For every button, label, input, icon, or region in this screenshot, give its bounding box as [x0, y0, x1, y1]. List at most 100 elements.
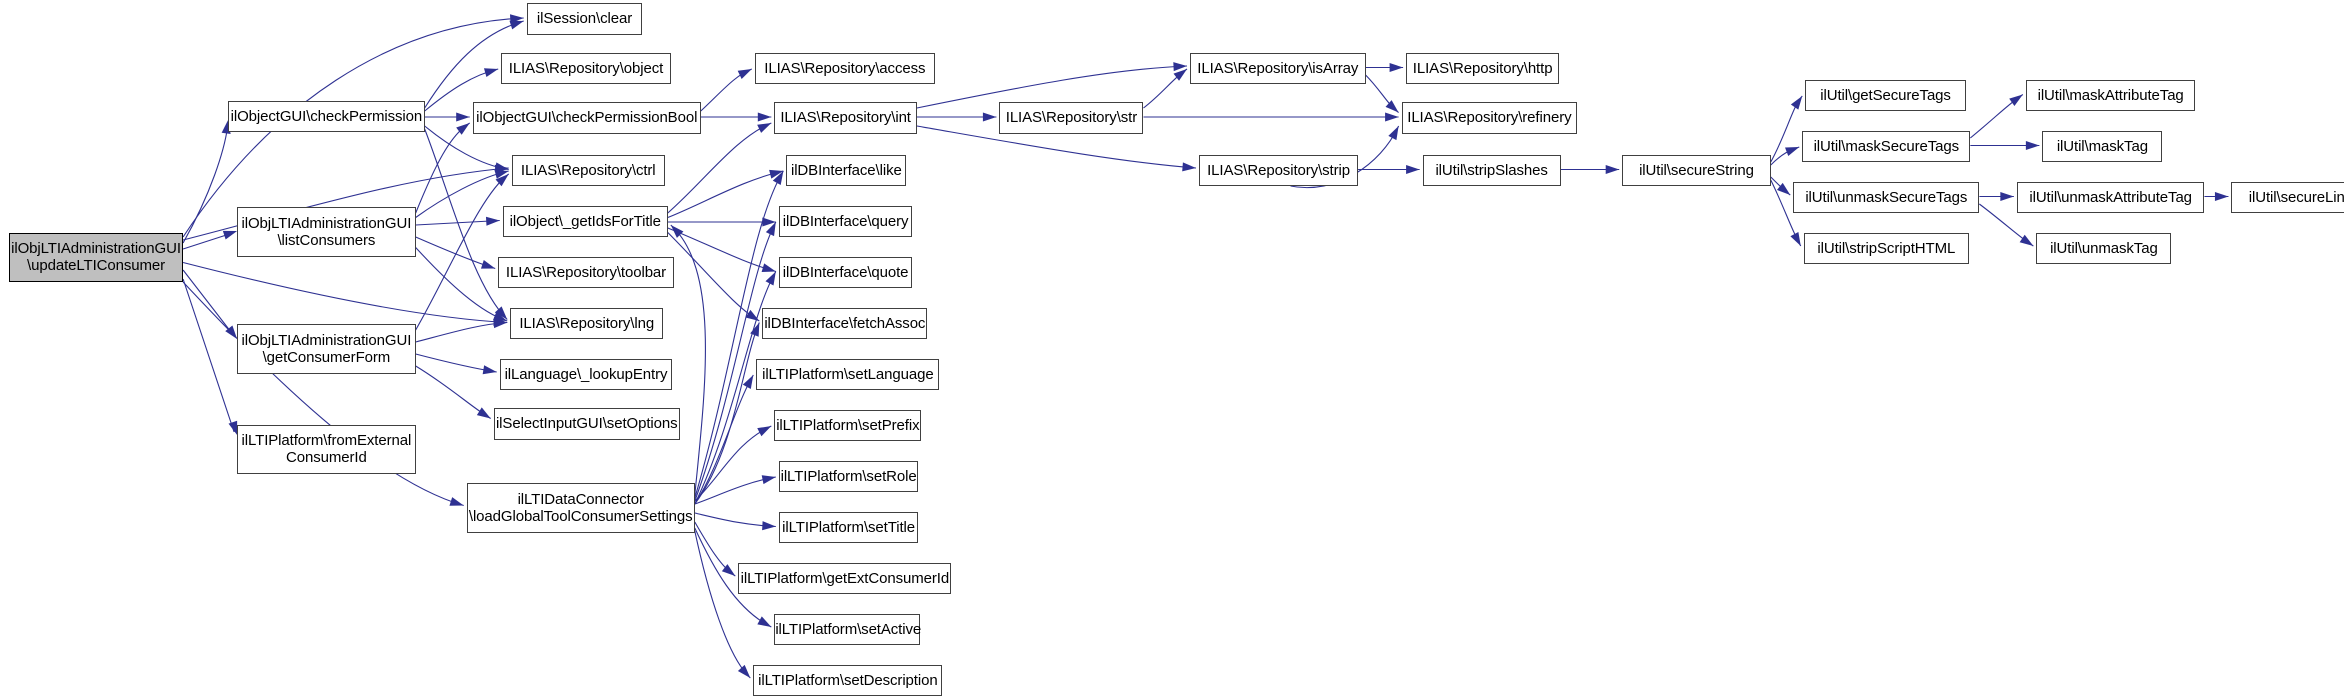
- graph-node-label: ilDBInterface\fetchAssoc: [764, 314, 926, 332]
- graph-node-n16[interactable]: ILIAS\Repository\int: [774, 102, 917, 134]
- graph-node-n0[interactable]: ilObjLTIAdministrationGUI \updateLTICons…: [9, 232, 184, 282]
- graph-node-label: ILIAS\Repository\int: [780, 109, 911, 127]
- graph-node-n5[interactable]: ilSession\clear: [526, 3, 643, 35]
- graph-node-label: ilUtil\unmaskSecureTags: [1805, 188, 1968, 206]
- graph-node-n19[interactable]: ilDBInterface\quote: [778, 256, 913, 288]
- call-edge: [416, 123, 470, 213]
- graph-node-n23[interactable]: ilLTIPlatform\setRole: [778, 460, 919, 492]
- graph-node-label: ILIAS\Repository\http: [1412, 59, 1553, 77]
- arrowhead-group: [456, 112, 470, 122]
- graph-node-n27[interactable]: ilLTIPlatform\setDescription: [753, 664, 943, 696]
- graph-node-label: ilLTIPlatform\getExtConsumerId: [740, 569, 950, 587]
- graph-node-n40[interactable]: ilUtil\maskTag: [2042, 130, 2163, 162]
- graph-node-n38[interactable]: ilUtil\stripScriptHTML: [1803, 232, 1969, 264]
- graph-node-n43[interactable]: ilUtil\secureLink: [2231, 181, 2344, 213]
- call-edge: [695, 375, 754, 504]
- graph-node-n9[interactable]: ilObject\_getIdsForTitle: [502, 205, 668, 237]
- graph-node-n24[interactable]: ilLTIPlatform\setTitle: [778, 511, 919, 543]
- arrowhead-group: [2214, 191, 2229, 202]
- arrowhead: [1605, 164, 1620, 175]
- graph-node-n37[interactable]: ilUtil\unmaskSecureTags: [1793, 181, 1980, 213]
- graph-node-n28[interactable]: ILIAS\Repository\str: [999, 102, 1144, 134]
- arrowhead: [1385, 100, 1399, 113]
- arrowhead: [757, 616, 772, 627]
- graph-node-label: ILIAS\Repository\toolbar: [505, 263, 667, 281]
- arrowhead-group: [494, 169, 509, 179]
- arrowhead: [1388, 126, 1399, 141]
- arrowhead: [1406, 164, 1420, 175]
- arrowhead-group: [482, 365, 497, 375]
- graph-node-n10[interactable]: ILIAS\Repository\toolbar: [498, 256, 674, 288]
- graph-node-label: ILIAS\Repository\refinery: [1407, 109, 1572, 127]
- arrowhead-group: [2009, 94, 2023, 106]
- call-edge: [671, 225, 706, 495]
- graph-node-n3[interactable]: ilObjLTIAdministrationGUI \getConsumerFo…: [237, 324, 416, 374]
- call-edge: [416, 354, 497, 372]
- arrowhead: [1385, 112, 1399, 122]
- call-edge: [695, 477, 776, 504]
- graph-node-n12[interactable]: ilLanguage\_lookupEntry: [499, 358, 673, 390]
- call-edge: [416, 221, 500, 226]
- graph-node-label: ILIAS\Repository\isArray: [1197, 59, 1359, 77]
- arrowhead: [2214, 191, 2229, 202]
- graph-node-n29[interactable]: ILIAS\Repository\isArray: [1190, 52, 1366, 84]
- graph-node-n4[interactable]: ilLTIPlatform\fromExternal ConsumerId: [237, 424, 416, 474]
- arrowhead: [772, 171, 784, 185]
- graph-node-n26[interactable]: ilLTIPlatform\setActive: [774, 613, 921, 645]
- arrowhead-group: [1173, 62, 1188, 72]
- arrowhead-group: [2025, 140, 2040, 151]
- arrowhead-group: [494, 164, 509, 174]
- call-edge: [183, 279, 234, 432]
- arrowhead-group: [509, 14, 524, 24]
- graph-node-n41[interactable]: ilUtil\unmaskAttributeTag: [2016, 181, 2205, 213]
- arrowhead: [492, 311, 508, 321]
- call-edge: [695, 426, 772, 501]
- arrowhead-group: [1406, 164, 1420, 175]
- graph-node-label: ilLTIPlatform\setLanguage: [762, 365, 934, 383]
- graph-node-label: ilDBInterface\query: [782, 212, 909, 230]
- arrowhead: [982, 112, 997, 122]
- arrowhead-group: [456, 123, 470, 135]
- graph-node-n25[interactable]: ilLTIPlatform\getExtConsumerId: [738, 562, 952, 594]
- graph-node-n34[interactable]: ilUtil\secureString: [1622, 154, 1771, 186]
- call-edge: [425, 129, 508, 320]
- call-edge: [1771, 177, 1791, 195]
- graph-node-n39[interactable]: ilUtil\maskAttributeTag: [2025, 79, 2196, 111]
- graph-node-n7[interactable]: ilObjectGUI\checkPermissionBool: [472, 102, 701, 134]
- graph-node-n42[interactable]: ilUtil\unmaskTag: [2036, 232, 2172, 264]
- arrowhead: [494, 169, 509, 179]
- graph-node-label: ilDBInterface\quote: [782, 263, 909, 281]
- graph-node-n35[interactable]: ilUtil\getSecureTags: [1805, 79, 1966, 111]
- graph-node-n18[interactable]: ilDBInterface\query: [778, 205, 913, 237]
- graph-node-n22[interactable]: ilLTIPlatform\setPrefix: [774, 409, 922, 441]
- arrowhead-group: [761, 263, 776, 273]
- graph-node-label: ILIAS\Repository\object: [508, 59, 664, 77]
- graph-node-n30[interactable]: ILIAS\Repository\strip: [1199, 154, 1359, 186]
- graph-node-n1[interactable]: ilObjectGUI\checkPermission: [228, 100, 425, 132]
- graph-node-n21[interactable]: ilLTIPlatform\setLanguage: [756, 358, 940, 390]
- graph-node-n36[interactable]: ilUtil\maskSecureTags: [1802, 130, 1971, 162]
- graph-node-n13[interactable]: ilSelectInputGUI\setOptions: [493, 408, 680, 440]
- arrowhead: [2025, 140, 2040, 151]
- graph-node-label: ILIAS\Repository\str: [1005, 109, 1138, 127]
- arrowhead: [509, 20, 524, 30]
- arrowhead: [494, 162, 509, 172]
- graph-node-n11[interactable]: ILIAS\Repository\lng: [510, 307, 664, 339]
- arrowhead-group: [761, 475, 776, 485]
- graph-node-n20[interactable]: ilDBInterface\fetchAssoc: [762, 307, 928, 339]
- arrowhead: [509, 14, 524, 24]
- arrowhead-group: [2000, 191, 2014, 202]
- graph-node-label: ILIAS\Repository\strip: [1207, 161, 1350, 179]
- call-edge: [695, 513, 776, 527]
- graph-node-n2[interactable]: ilObjLTIAdministrationGUI \listConsumers: [237, 207, 416, 257]
- graph-node-n15[interactable]: ILIAS\Repository\access: [754, 52, 935, 84]
- graph-node-n8[interactable]: ILIAS\Repository\ctrl: [511, 154, 665, 186]
- graph-node-n14[interactable]: ilLTIDataConnector \loadGlobalToolConsum…: [466, 483, 695, 533]
- graph-node-n32[interactable]: ILIAS\Repository\refinery: [1401, 102, 1578, 134]
- graph-node-n31[interactable]: ILIAS\Repository\http: [1406, 52, 1560, 84]
- call-edge: [1771, 96, 1803, 162]
- graph-node-n17[interactable]: ilDBInterface\like: [786, 154, 907, 186]
- graph-node-n33[interactable]: ilUtil\stripSlashes: [1422, 154, 1561, 186]
- call-edge: [183, 270, 234, 336]
- graph-node-n6[interactable]: ILIAS\Repository\object: [501, 52, 671, 84]
